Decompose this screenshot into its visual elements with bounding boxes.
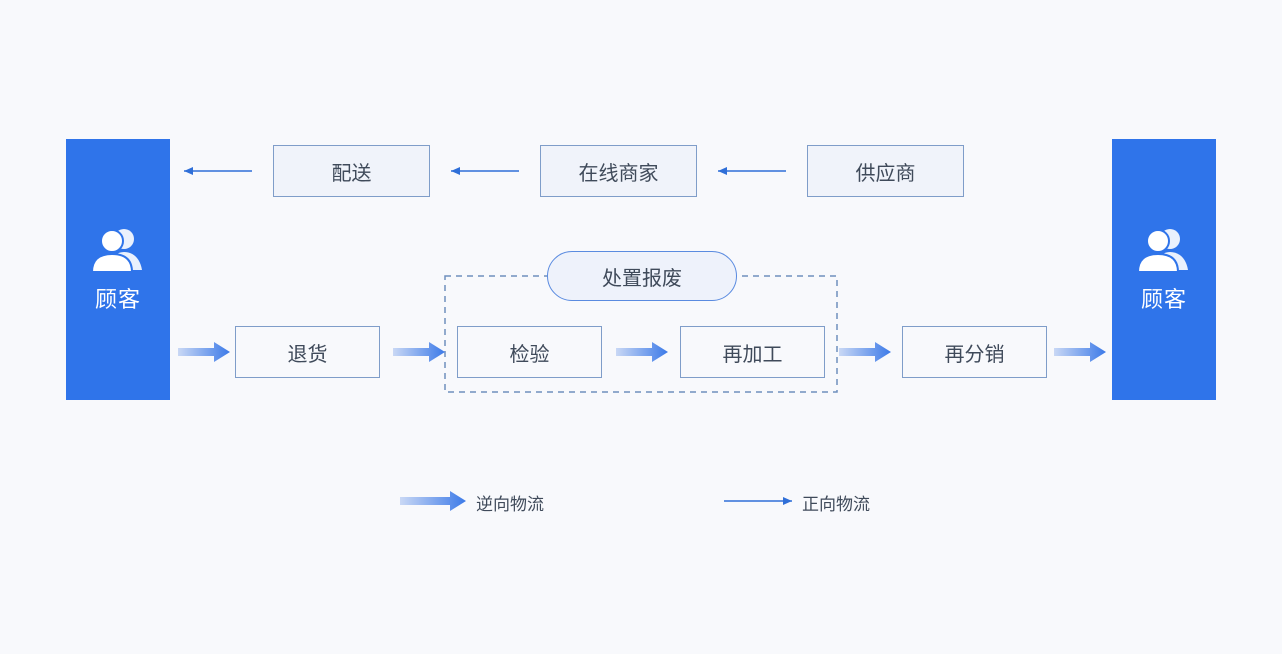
node-supplier: 供应商 xyxy=(807,145,964,197)
disposal-group-border xyxy=(444,275,838,393)
node-disposal-scrap: 处置报废 xyxy=(547,251,737,301)
reverse-arrows xyxy=(178,342,1106,511)
users-icon xyxy=(90,228,142,272)
node-delivery: 配送 xyxy=(273,145,430,197)
reverse-arrow-redistribute-to-customer xyxy=(1054,342,1106,362)
node-online-merchant: 在线商家 xyxy=(540,145,697,197)
customer-left: 顾客 xyxy=(66,139,170,400)
reverse-arrow-reprocess-to-redistribute xyxy=(839,342,891,362)
customer-right-label: 顾客 xyxy=(1140,287,1187,313)
reverse-arrow-inspection-to-reprocess xyxy=(616,342,668,362)
reverse-arrow-return-to-inspection xyxy=(393,342,445,362)
users-icon xyxy=(1136,228,1188,272)
reverse-arrow-customer-to-return xyxy=(178,342,230,362)
node-inspection: 检验 xyxy=(457,326,602,378)
legend-forward-label: 正向物流 xyxy=(802,495,870,515)
customer-right: 顾客 xyxy=(1112,139,1216,400)
node-reprocess: 再加工 xyxy=(680,326,825,378)
node-return: 退货 xyxy=(235,326,380,378)
customer-left-label: 顾客 xyxy=(94,287,141,313)
forward-arrows xyxy=(184,167,792,505)
legend-reverse-label: 逆向物流 xyxy=(476,495,544,515)
legend-reverse-arrow xyxy=(400,491,466,511)
node-redistribute: 再分销 xyxy=(902,326,1047,378)
